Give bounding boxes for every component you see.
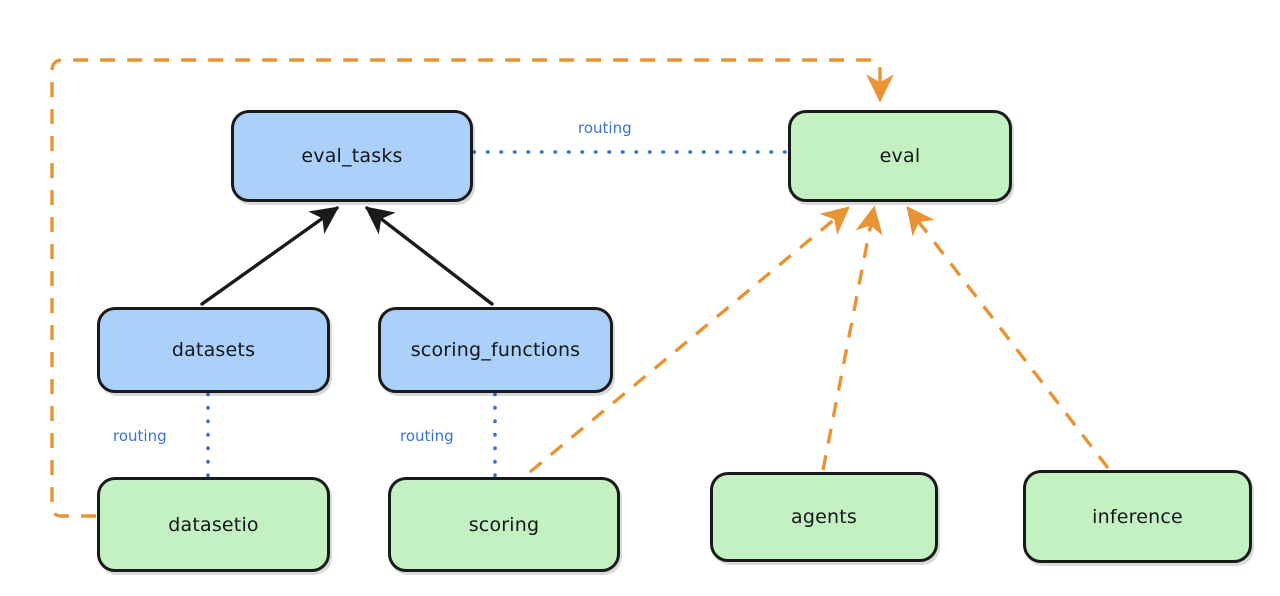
- node-inference[interactable]: inference: [1023, 470, 1252, 563]
- node-scoring[interactable]: scoring: [388, 477, 620, 572]
- edge-inference-to-eval: [906, 205, 1110, 470]
- node-scoring-functions[interactable]: scoring_functions: [378, 307, 613, 393]
- edge-label-routing-scoring-functions-scoring: routing: [400, 427, 454, 445]
- node-label: inference: [1092, 505, 1183, 528]
- node-eval[interactable]: eval: [788, 110, 1012, 202]
- edge-label-routing-eval-tasks-eval: routing: [578, 119, 632, 137]
- node-label: scoring_functions: [410, 339, 581, 361]
- node-label: agents: [791, 506, 857, 528]
- node-label: datasetio: [168, 513, 259, 536]
- node-label: eval: [879, 145, 921, 167]
- node-eval-tasks[interactable]: eval_tasks: [231, 110, 473, 202]
- edge-agents-to-eval: [821, 205, 883, 471]
- edge-label-routing-datasets-datasetio: routing: [113, 427, 167, 445]
- node-datasetio[interactable]: datasetio: [97, 477, 330, 572]
- edge-datasets-to-eval-tasks: [200, 206, 340, 306]
- node-label: datasets: [171, 339, 256, 361]
- node-agents[interactable]: agents: [710, 472, 938, 562]
- node-label: scoring: [468, 513, 540, 536]
- node-label: eval_tasks: [301, 145, 403, 167]
- node-datasets[interactable]: datasets: [97, 307, 330, 393]
- edge-scoring-functions-to-eval-tasks: [364, 206, 494, 306]
